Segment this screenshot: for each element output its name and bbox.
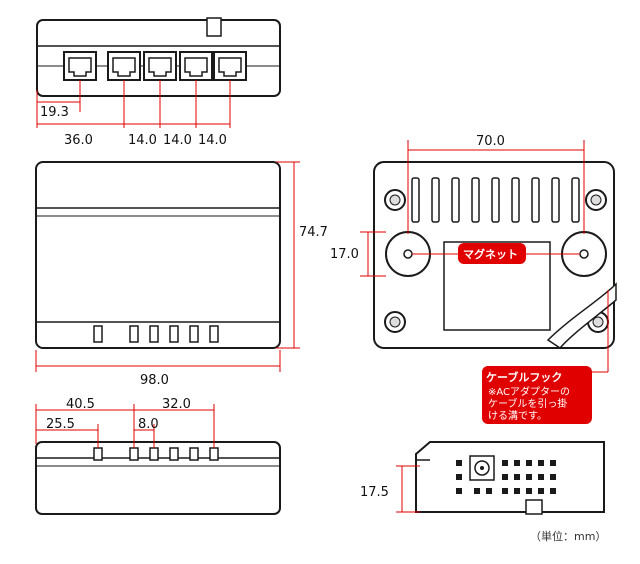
side-view-dimension-lines [35,404,215,448]
port-row [63,51,247,81]
dim-magnet-offset: 17.0 [330,247,359,262]
dim-32-0: 32.0 [162,397,191,412]
cable-hook-groove [546,282,617,349]
end-view-dimension-lines [396,465,420,513]
cable-hook-title: ケーブルフック [486,370,562,384]
dim-front-height: 74.7 [299,225,328,240]
side-view: 40.5 32.0 25.5 8.0 [35,397,281,515]
lan-port-1 [63,51,97,81]
cable-hook-callout [482,366,592,424]
dim-25-5: 25.5 [46,417,75,432]
top-view: 19.3 36.0 14.0 14.0 14.0 [36,17,281,148]
lan-port-5 [213,51,247,81]
dim-front-width: 98.0 [140,373,169,388]
end-hook-tab [525,499,543,515]
dim-8-0: 8.0 [138,417,159,432]
dim-pitch-3: 14.0 [198,133,227,148]
dim-magnet-distance: 70.0 [476,134,505,149]
front-view: 74.7 98.0 [35,161,328,388]
cable-hook-note-2: ケーブルを引っ掛 [488,397,567,410]
front-view-body [35,161,281,349]
cable-hook-note-1: ※ACアダプターの [488,385,570,398]
magnet-callout [458,243,526,264]
magnets [385,231,607,277]
magnet-label: マグネット [463,247,518,261]
lan-port-2 [107,51,141,81]
unit-note: （単位：mm） [530,529,606,543]
dim-end-height: 17.5 [360,485,389,500]
front-view-dimension-lines [35,161,300,372]
end-vent-grid [456,460,556,494]
dc-jack [469,455,495,481]
end-view: 17.5 [360,441,605,515]
end-view-body [415,441,605,513]
dim-40-5: 40.5 [66,397,95,412]
lan-port-4 [179,51,213,81]
vent-slots [411,177,580,223]
front-led-slots [93,325,219,343]
dim-pitch-1: 14.0 [128,133,157,148]
top-view-dimension-lines [36,80,231,128]
screw-holes [384,189,609,333]
dim-port-first: 36.0 [64,133,93,148]
lan-port-3 [143,51,177,81]
cable-hook-note-3: ける溝です。 [488,409,547,422]
bottom-view: 70.0 17.0 マグネット ケーブルフック ※ACアダプターの ケーブルを引… [330,134,617,424]
dim-port1-offset: 19.3 [40,105,69,120]
hook-tab [206,17,222,37]
dim-pitch-2: 14.0 [163,133,192,148]
